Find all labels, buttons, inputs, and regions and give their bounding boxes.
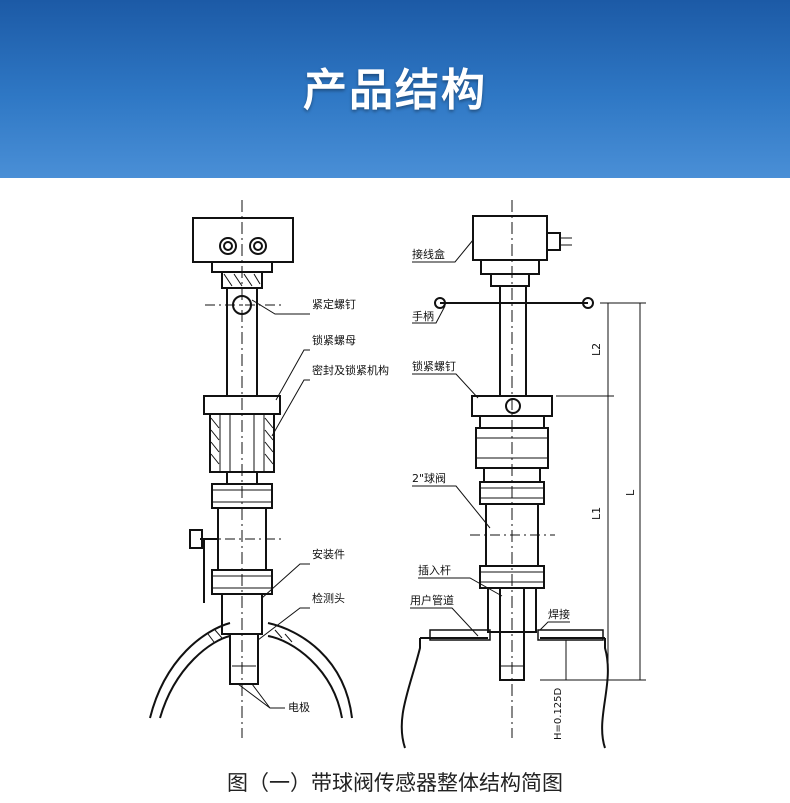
label-mount: 安装件 [312,547,345,561]
right-lock-screw [505,398,521,414]
dim-label-h: H=0.125D [553,687,564,740]
label-set-screw: 紧定螺钉 [312,297,356,311]
right-pipe-wall-left [429,629,491,641]
left-junction-box [192,217,294,263]
label-insert-rod: 插入杆 [418,563,451,577]
label-seal-lock: 密封及锁紧机构 [312,363,389,377]
left-pipe-inner [159,635,343,719]
left-sensor [149,200,353,738]
label-handle: 手柄 [412,309,434,323]
right-junction-box [472,215,548,261]
diagram-svg: 紧定螺钉 锁紧螺母 密封及锁紧机构 安装件 检测头 电极 [149,200,646,749]
left-probe-head [229,633,259,685]
structure-diagram: 紧定螺钉 锁紧螺母 密封及锁紧机构 安装件 检测头 电极 [0,178,790,768]
page-title: 产品结构 [303,65,487,116]
right-sensor [400,200,646,749]
label-user-pipe: 用户管道 [410,593,454,607]
dim-label-l2: L2 [590,343,603,356]
header-banner: 产品结构 [0,0,790,178]
dim-label-l: L [624,489,637,496]
right-pipe [400,637,609,749]
label-electrode: 电极 [288,700,310,714]
label-lock-screw: 锁紧螺钉 [412,359,456,373]
left-gland-2 [249,237,267,255]
left-gland-1 [219,237,237,255]
label-lock-nut: 锁紧螺母 [312,333,356,347]
figure-caption: 图（一）带球阀传感器整体结构简图 [227,771,563,795]
dim-label-l1: L1 [590,507,603,520]
label-probe-head: 检测头 [312,591,345,605]
label-weld: 焊接 [548,607,570,621]
label-ball-valve: 2"球阀 [412,471,446,485]
label-junction-box: 接线盒 [412,247,445,261]
left-pipe-hatch [207,629,293,643]
